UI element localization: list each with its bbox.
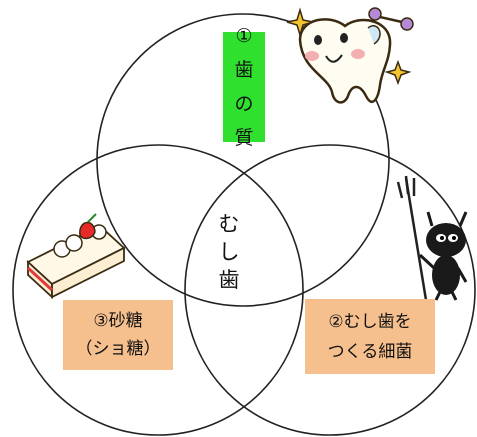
circle-bacteria bbox=[184, 144, 476, 436]
label-center-line-3: 歯 bbox=[218, 268, 240, 292]
label-tooth-quality: ① 歯 の 質 bbox=[223, 25, 265, 149]
circle-sugar bbox=[12, 144, 304, 436]
label-bacteria: ②むし歯を つくる細菌 bbox=[305, 299, 435, 374]
label-top-line-3: の bbox=[234, 93, 254, 115]
label-right-line-1: ②むし歯を bbox=[328, 311, 412, 332]
label-sugar: ③砂糖 （ショ糖） bbox=[63, 300, 173, 370]
label-top-line-2: 歯 bbox=[234, 59, 254, 81]
label-cavity: む し 歯 bbox=[212, 208, 246, 296]
circle-tooth-quality bbox=[96, 13, 390, 307]
label-left-line-1: ③砂糖 bbox=[93, 311, 143, 331]
bacteria-devil-icon bbox=[396, 175, 468, 301]
label-right-line-2: つくる細菌 bbox=[327, 341, 413, 362]
label-center-line-1: む bbox=[218, 212, 240, 236]
tooth-character-icon bbox=[286, 7, 414, 104]
shortcake-icon bbox=[26, 213, 126, 300]
label-center-line-2: し bbox=[218, 240, 240, 264]
label-left-line-2: （ショ糖） bbox=[75, 339, 161, 359]
label-top-line-1: ① bbox=[235, 25, 253, 47]
label-top-line-4: 質 bbox=[234, 127, 254, 149]
